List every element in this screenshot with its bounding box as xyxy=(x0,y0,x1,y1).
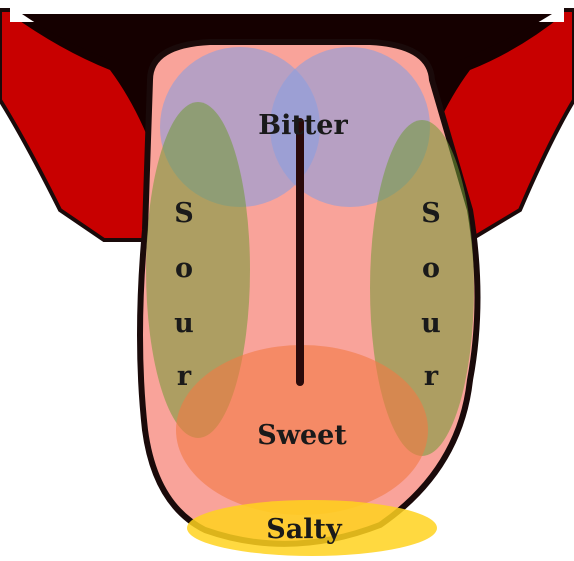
sour-right-letter: r xyxy=(424,361,439,392)
sour-right-letter: u xyxy=(421,308,441,339)
salty-label: Salty xyxy=(266,514,343,545)
sour-right-letter: o xyxy=(422,253,440,284)
bitter-label: Bitter xyxy=(258,110,348,141)
sweet-label: Sweet xyxy=(257,420,347,451)
sour-left-letter: u xyxy=(174,308,194,339)
sour-left-letter: o xyxy=(175,253,193,284)
sour-left-letter: S xyxy=(174,198,194,229)
sour-right-letter: S xyxy=(421,198,441,229)
sour-left-letter: r xyxy=(177,361,192,392)
